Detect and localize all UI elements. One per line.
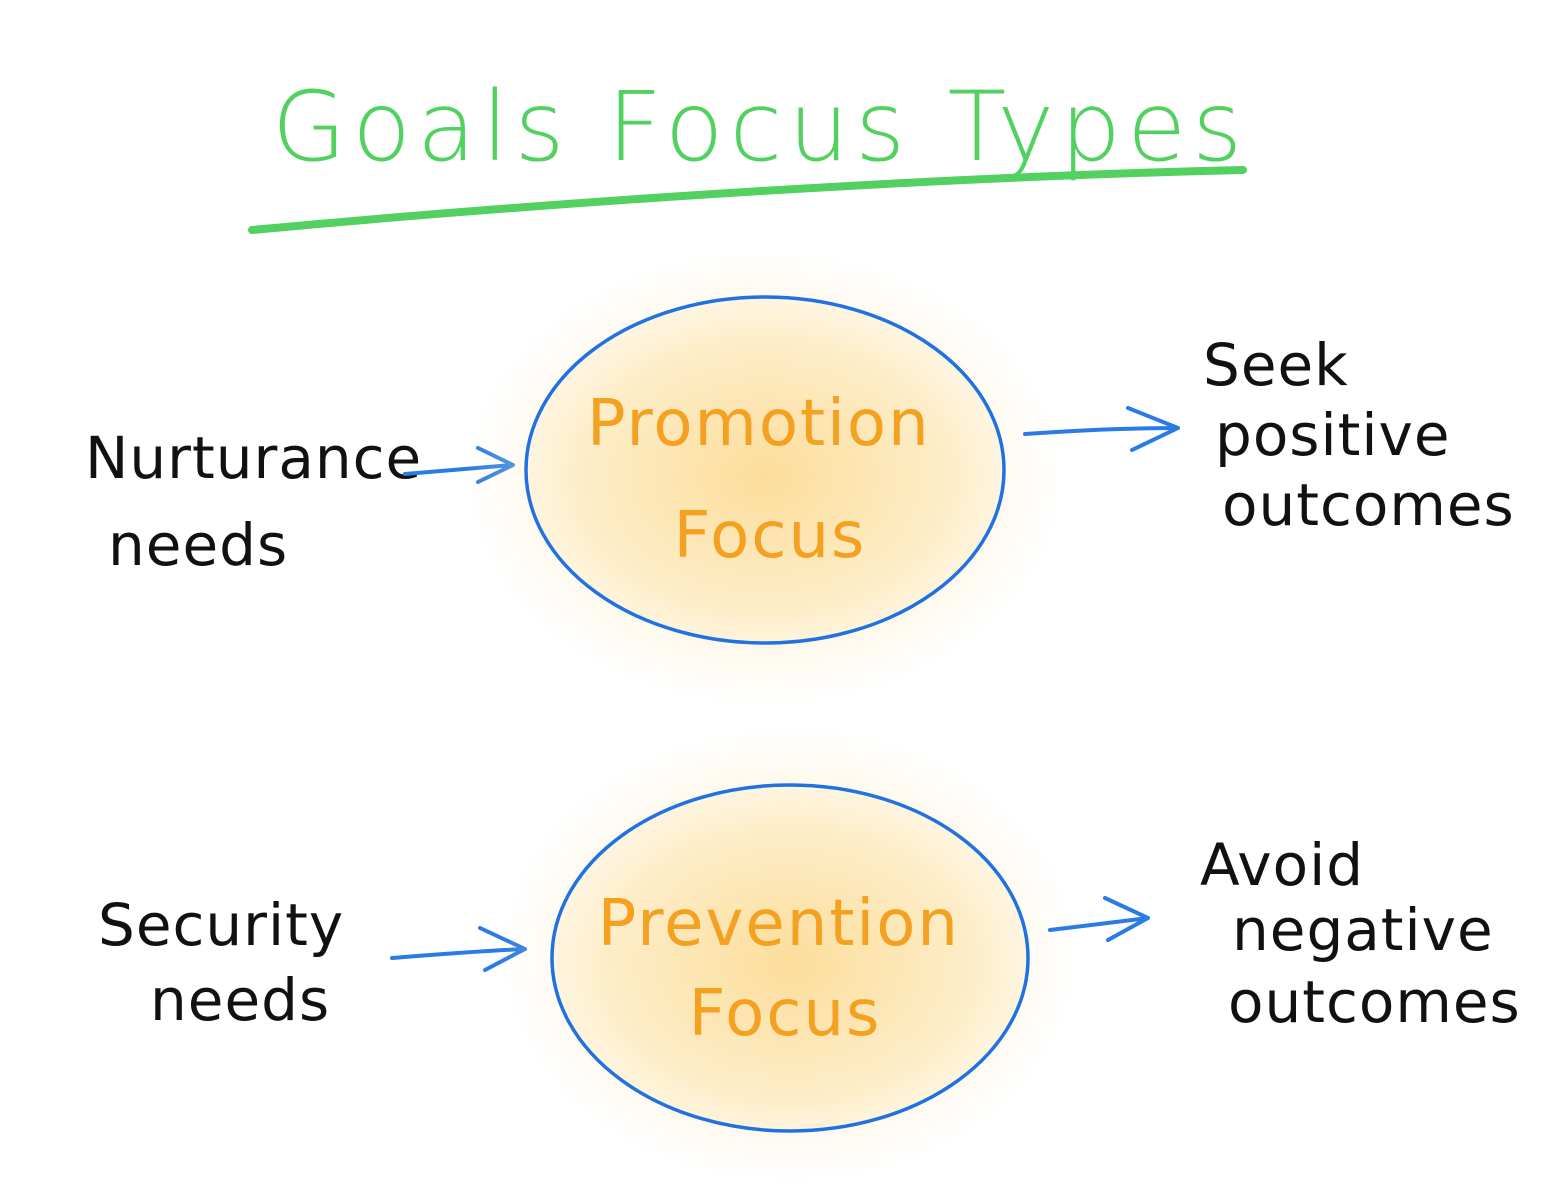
security-line: Security	[98, 891, 344, 959]
seek-positive-outcomes-label: Seek positive outcomes	[1203, 331, 1515, 539]
avoid-negative-outcomes-label: Avoid negative outcomes	[1200, 831, 1521, 1036]
diagram-title: Goals Focus Types	[272, 71, 1248, 183]
arrow-icon	[1048, 896, 1150, 942]
title-group: Goals Focus Types	[248, 71, 1248, 234]
seek-line: Seek	[1203, 331, 1349, 399]
prevention-focus-node	[550, 783, 1030, 1133]
positive-line: positive	[1215, 401, 1451, 469]
avoid-line: Avoid	[1200, 831, 1364, 899]
outcomes-line: outcomes	[1222, 471, 1515, 539]
nurturance-needs-label: Nurturance needs	[85, 424, 442, 579]
nurturance-line: Nurturance	[85, 424, 422, 492]
security-needs-label: Security needs	[98, 891, 364, 1034]
title-underline	[248, 166, 1247, 234]
outcomes-line-2: outcomes	[1228, 968, 1521, 1036]
promotion-row: Nurturance needs Promotion Focus Seek po…	[85, 248, 1515, 708]
prevention-line: Prevention	[598, 887, 960, 961]
prevention-focus-label: Prevention Focus	[598, 887, 983, 1051]
nurturance-needs-line: needs	[108, 511, 288, 579]
promotion-focus-line: Focus	[674, 499, 867, 573]
security-needs-line: needs	[150, 966, 330, 1034]
prevention-row: Security needs Prevention Focus Avoid ne…	[98, 725, 1521, 1185]
promotion-focus-node	[524, 295, 1006, 645]
arrow-icon	[1023, 406, 1180, 452]
promotion-line: Promotion	[587, 387, 931, 461]
promotion-focus-label: Promotion Focus	[587, 387, 953, 573]
negative-line: negative	[1232, 896, 1494, 964]
prevention-focus-line: Focus	[689, 977, 882, 1051]
